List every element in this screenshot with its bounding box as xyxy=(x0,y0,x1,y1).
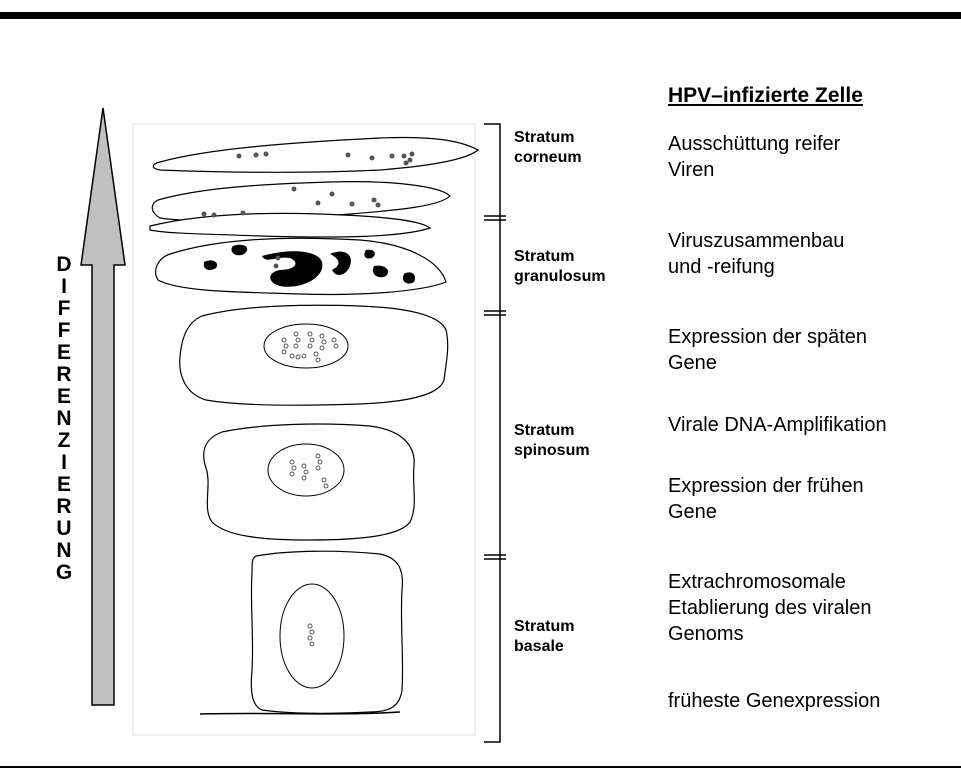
differentiation-letter: N xyxy=(52,540,76,562)
column-heading: HPV–infizierte Zelle xyxy=(668,84,863,108)
differentiation-letter: E xyxy=(52,386,76,408)
differentiation-letter: R xyxy=(52,364,76,386)
differentiation-letter: N xyxy=(52,408,76,430)
basale-cell xyxy=(251,551,402,713)
layer-label-spinosum: Stratum spinosum xyxy=(514,421,654,461)
process-step: Expression der späten Gene xyxy=(668,324,958,376)
corneum-cell-1 xyxy=(153,138,478,173)
process-step: Virale DNA-Amplifikation xyxy=(668,412,958,438)
process-step: früheste Genexpression xyxy=(668,688,958,714)
layer-label-corneum: Stratum corneum xyxy=(514,128,654,168)
layer-brackets xyxy=(484,124,506,742)
layer-label-basale: Stratum basale xyxy=(514,617,654,657)
differentiation-letter: I xyxy=(52,276,76,298)
differentiation-letter: F xyxy=(52,320,76,342)
differentiation-letter: G xyxy=(52,562,76,584)
spinosum-cell-upper xyxy=(180,305,448,405)
differentiation-letter: R xyxy=(52,496,76,518)
layer-label-granulosum: Stratum granulosum xyxy=(514,247,654,287)
differentiation-letter: E xyxy=(52,474,76,496)
process-step: Ausschüttung reifer Viren xyxy=(668,131,958,183)
differentiation-arrow xyxy=(81,108,125,705)
spinosum-cell-lower xyxy=(204,424,415,540)
process-step: Viruszusammenbau und -reifung xyxy=(668,228,958,280)
process-step: Extrachromosomale Etablierung des virale… xyxy=(668,569,958,647)
differentiation-letter: E xyxy=(52,342,76,364)
differentiation-letter: I xyxy=(52,452,76,474)
differentiation-letter: F xyxy=(52,298,76,320)
differentiation-letter: U xyxy=(52,518,76,540)
process-step: Expression der frühen Gene xyxy=(668,473,958,525)
differentiation-letter: Z xyxy=(52,430,76,452)
differentiation-letter: D xyxy=(52,254,76,276)
